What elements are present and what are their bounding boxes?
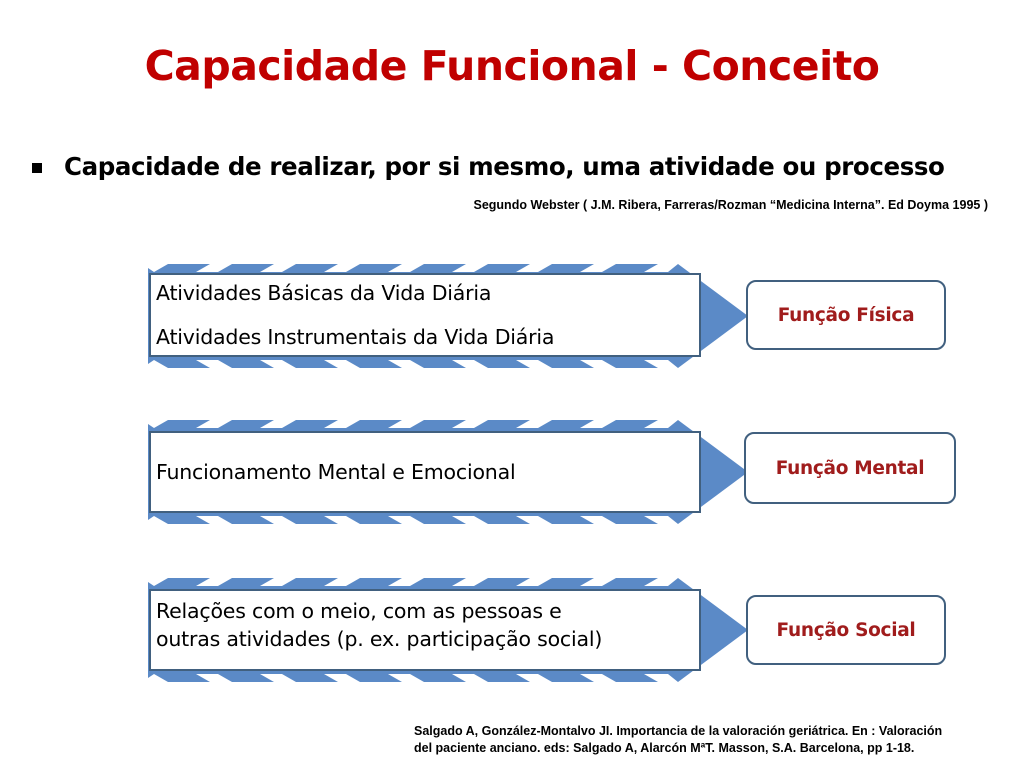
reference-line-1: Salgado A, González-Montalvo JI. Importa… — [414, 724, 943, 738]
slide-title: Capacidade Funcional - Conceito — [144, 42, 880, 90]
row-3-line-1: Relações com o meio, com as pessoas e — [156, 599, 562, 623]
source-citation: Segundo Webster ( J.M. Ribera, Farreras/… — [473, 198, 989, 212]
function-box-fisica: Função Física — [746, 280, 946, 350]
row-1-text: Atividades Básicas da Vida Diária Ativid… — [156, 279, 696, 351]
reference-citation: Salgado A, González-Montalvo JI. Importa… — [414, 723, 1014, 757]
row-3-text: Relações com o meio, com as pessoas e ou… — [156, 597, 696, 653]
function-box-social: Função Social — [746, 595, 946, 665]
row-1-line-2: Atividades Instrumentais da Vida Diária — [156, 325, 555, 349]
arrow-band-3 — [148, 578, 748, 682]
function-box-mental: Função Mental — [744, 432, 956, 504]
square-bullet-icon — [32, 162, 42, 173]
reference-line-2: del paciente anciano. eds: Salgado A, Al… — [414, 741, 915, 755]
row-1-line-1: Atividades Básicas da Vida Diária — [156, 281, 492, 305]
arrow-band-1 — [148, 264, 748, 368]
bullet-item: Capacidade de realizar, por si mesmo, um… — [32, 152, 1002, 181]
row-2-line-1: Funcionamento Mental e Emocional — [156, 460, 516, 484]
arrow-band-2 — [148, 420, 748, 524]
row-2-text: Funcionamento Mental e Emocional — [156, 458, 696, 486]
bullet-text: Capacidade de realizar, por si mesmo, um… — [64, 152, 945, 181]
row-3-line-2: outras atividades (p. ex. participação s… — [156, 627, 603, 651]
